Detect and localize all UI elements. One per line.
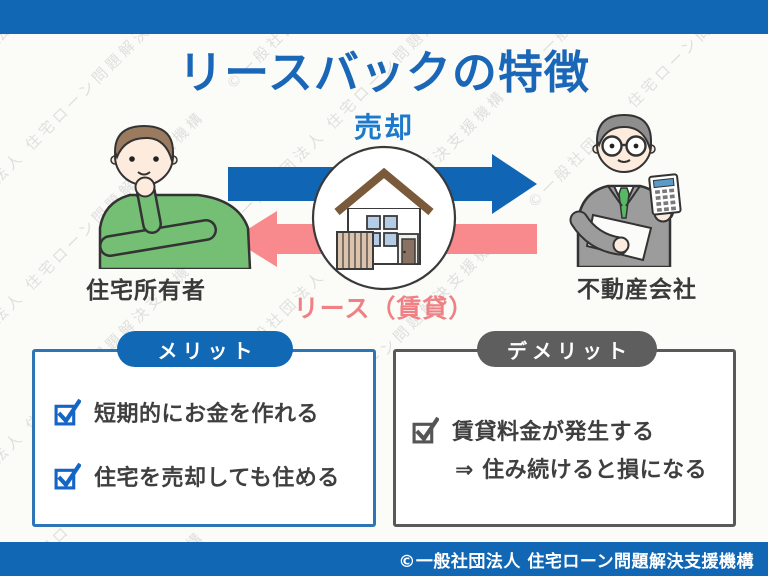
company-label: 不動産会社: [577, 277, 697, 303]
top-accent-bar: [0, 0, 768, 34]
merit-item: 住宅を売却しても住める: [54, 460, 340, 492]
house-icon: [311, 145, 457, 291]
merit-badge: メリット: [117, 331, 293, 367]
demerit-badge: デメリット: [477, 331, 657, 367]
copyright-text: ©一般社団法人 住宅ローン問題解決支援機構: [398, 551, 754, 572]
merit-box: [32, 349, 376, 527]
lease-arrow-label: リース（賃貸）: [293, 294, 475, 323]
checkbox-icon: [412, 416, 439, 444]
sell-arrow-label: 売却: [353, 111, 414, 144]
demerit-item: 賃貸料金が発生する: [412, 414, 655, 446]
demerit-note: ⇒ 住み続けると損になる: [455, 458, 708, 483]
merit-item-text: 短期的にお金を作れる: [94, 402, 320, 427]
owner-label: 住宅所有者: [86, 278, 206, 304]
demerit-item-text: 賃貸料金が発生する: [452, 420, 655, 445]
merit-item-text: 住宅を売却しても住める: [94, 466, 340, 491]
footer-bar: ©一般社団法人 住宅ローン問題解決支援機構: [0, 542, 768, 576]
company-agent-illustration: [569, 113, 682, 267]
checkbox-icon: [54, 398, 81, 426]
page-title: リースバックの特徴: [178, 46, 590, 99]
checkbox-icon: [54, 462, 81, 490]
merit-item: 短期的にお金を作れる: [54, 396, 319, 428]
homeowner-illustration: [98, 124, 252, 269]
